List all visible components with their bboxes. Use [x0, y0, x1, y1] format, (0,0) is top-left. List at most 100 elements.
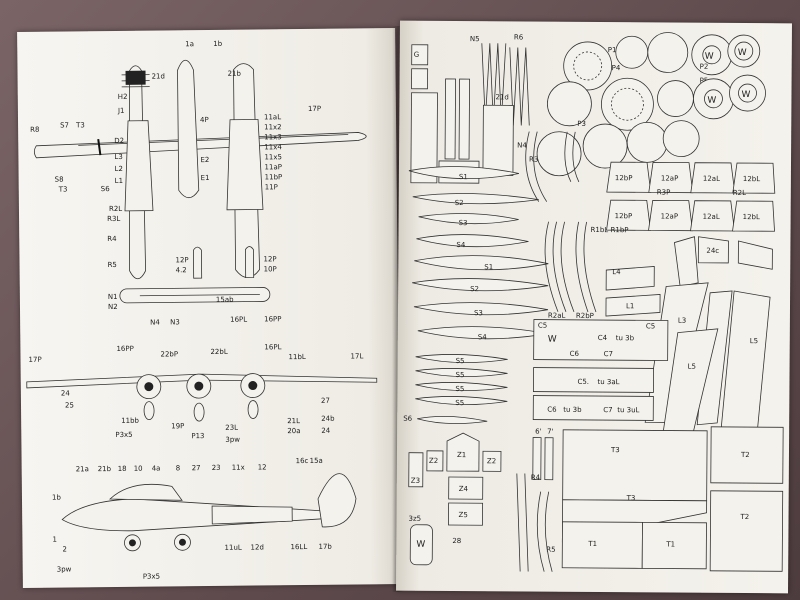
svg-text:1: 1 [52, 536, 57, 544]
svg-text:3z5: 3z5 [408, 515, 421, 523]
svg-text:16PL: 16PL [264, 343, 281, 351]
svg-text:S7: S7 [60, 121, 69, 129]
svg-text:C5: C5 [538, 322, 547, 330]
svg-text:24b: 24b [321, 415, 335, 423]
svg-text:21L: 21L [287, 417, 300, 425]
svg-text:23L: 23L [225, 424, 238, 432]
svg-text:R1bL: R1bL [591, 226, 609, 234]
svg-text:11aL: 11aL [264, 113, 281, 121]
svg-text:11x3: 11x3 [264, 133, 282, 141]
left-page: R8 S7 T3 H2 J1 D2 L3 L2 L1 1a 1b 21d 21b… [17, 28, 401, 588]
l-parts: 24c L4 L1 L3 L5 L5 [605, 236, 773, 434]
svg-text:S2: S2 [470, 285, 479, 293]
svg-text:11x4: 11x4 [264, 143, 282, 151]
svg-text:S4: S4 [456, 241, 465, 249]
svg-text:R2L: R2L [733, 189, 746, 197]
svg-text:Z2: Z2 [429, 457, 438, 465]
svg-text:L3: L3 [114, 153, 122, 161]
svg-text:12P: 12P [175, 256, 188, 264]
svg-text:11x: 11x [232, 464, 245, 472]
svg-text:6': 6' [535, 428, 542, 436]
svg-text:E2: E2 [200, 156, 209, 164]
svg-text:11x2: 11x2 [264, 123, 282, 131]
svg-text:T1: T1 [587, 540, 597, 548]
svg-text:15ab: 15ab [216, 296, 234, 304]
svg-text:W: W [741, 90, 750, 100]
svg-text:R8: R8 [30, 126, 39, 134]
svg-text:P4: P4 [612, 64, 621, 72]
svg-text:T2: T2 [740, 513, 750, 521]
svg-text:S2: S2 [455, 199, 464, 207]
svg-text:16LL: 16LL [290, 543, 307, 551]
svg-text:L5: L5 [750, 337, 758, 345]
svg-text:12: 12 [258, 463, 267, 471]
svg-text:12bP: 12bP [615, 174, 633, 182]
svg-text:P1: P1 [608, 46, 617, 54]
svg-text:W: W [548, 335, 557, 345]
right-page-parts: G 2e N5 R6 21d N4 R3aL [403, 32, 784, 572]
svg-text:24: 24 [321, 427, 331, 435]
svg-text:W: W [707, 96, 716, 106]
svg-text:S8: S8 [55, 176, 64, 184]
svg-text:12aL: 12aL [703, 213, 720, 221]
svg-text:tu 3b: tu 3b [616, 334, 635, 342]
svg-text:P3x5: P3x5 [115, 431, 132, 439]
svg-text:16PL: 16PL [230, 316, 247, 324]
svg-text:P3x5: P3x5 [143, 573, 160, 581]
svg-text:12aP: 12aP [661, 174, 678, 182]
svg-text:C7: C7 [604, 350, 613, 358]
top-view-drawing: R8 S7 T3 H2 J1 D2 L3 L2 L1 1a 1b 21d 21b… [30, 40, 367, 327]
svg-text:L5: L5 [688, 363, 696, 371]
svg-text:G: G [414, 51, 419, 59]
svg-text:1b: 1b [52, 494, 62, 502]
svg-text:J1: J1 [117, 107, 125, 115]
svg-text:P3: P3 [577, 120, 586, 128]
svg-text:4a: 4a [152, 465, 161, 473]
svg-text:Z5: Z5 [459, 511, 468, 519]
svg-text:12d: 12d [250, 543, 263, 551]
svg-text:P2: P2 [700, 63, 709, 71]
svg-text:C6: C6 [570, 350, 580, 358]
svg-text:T2: T2 [740, 451, 750, 459]
svg-text:25: 25 [65, 401, 74, 409]
front-view-drawing: 17P 17L 16PP 22bP 22bL 16PL 11bL 24 25 1… [26, 343, 378, 444]
svg-text:L1: L1 [626, 302, 634, 310]
svg-text:R1bP: R1bP [611, 226, 629, 234]
svg-text:R2bP: R2bP [576, 312, 594, 320]
svg-text:P13: P13 [191, 432, 204, 440]
svg-text:24c: 24c [706, 247, 719, 255]
svg-text:N1: N1 [108, 293, 118, 301]
svg-text:tu 3aL: tu 3aL [597, 378, 619, 386]
svg-text:12bL: 12bL [743, 175, 760, 183]
svg-text:3pw: 3pw [57, 565, 72, 573]
svg-text:27: 27 [321, 397, 330, 405]
small-parts-top-left: G 2e N5 R6 21d N4 R3aL [410, 33, 547, 184]
svg-text:22bL: 22bL [210, 348, 227, 356]
svg-text:11uL: 11uL [224, 544, 241, 552]
svg-text:R5: R5 [108, 261, 117, 269]
svg-text:20a: 20a [287, 427, 300, 435]
svg-text:12bP: 12bP [615, 212, 633, 220]
svg-text:18: 18 [118, 465, 127, 473]
svg-text:1b: 1b [213, 40, 223, 48]
svg-text:S5: S5 [455, 399, 464, 407]
svg-text:N3: N3 [170, 318, 180, 326]
svg-text:12P: 12P [263, 255, 276, 263]
svg-text:T1: T1 [665, 541, 675, 549]
svg-text:8: 8 [176, 464, 181, 472]
svg-text:11bb: 11bb [121, 417, 139, 425]
svg-text:Z2: Z2 [487, 457, 496, 465]
svg-text:17P: 17P [308, 105, 321, 113]
drop-tank-parts: 12bP 12aP 12aL 12bL 12bP 12aP 12aL 12bL … [606, 161, 776, 232]
svg-text:S3: S3 [459, 219, 468, 227]
svg-text:24: 24 [61, 389, 71, 397]
svg-text:T3: T3 [610, 446, 620, 454]
svg-text:Z3: Z3 [411, 477, 420, 485]
svg-text:R4: R4 [107, 235, 117, 243]
wing-rib-parts: S1 S2 S3 S4 S1 S2 S3 S4 S5 S5 [403, 166, 629, 424]
svg-text:1a: 1a [185, 40, 194, 48]
svg-text:7': 7' [547, 428, 554, 436]
svg-text:16c: 16c [296, 457, 309, 465]
svg-text:C4: C4 [598, 334, 608, 342]
